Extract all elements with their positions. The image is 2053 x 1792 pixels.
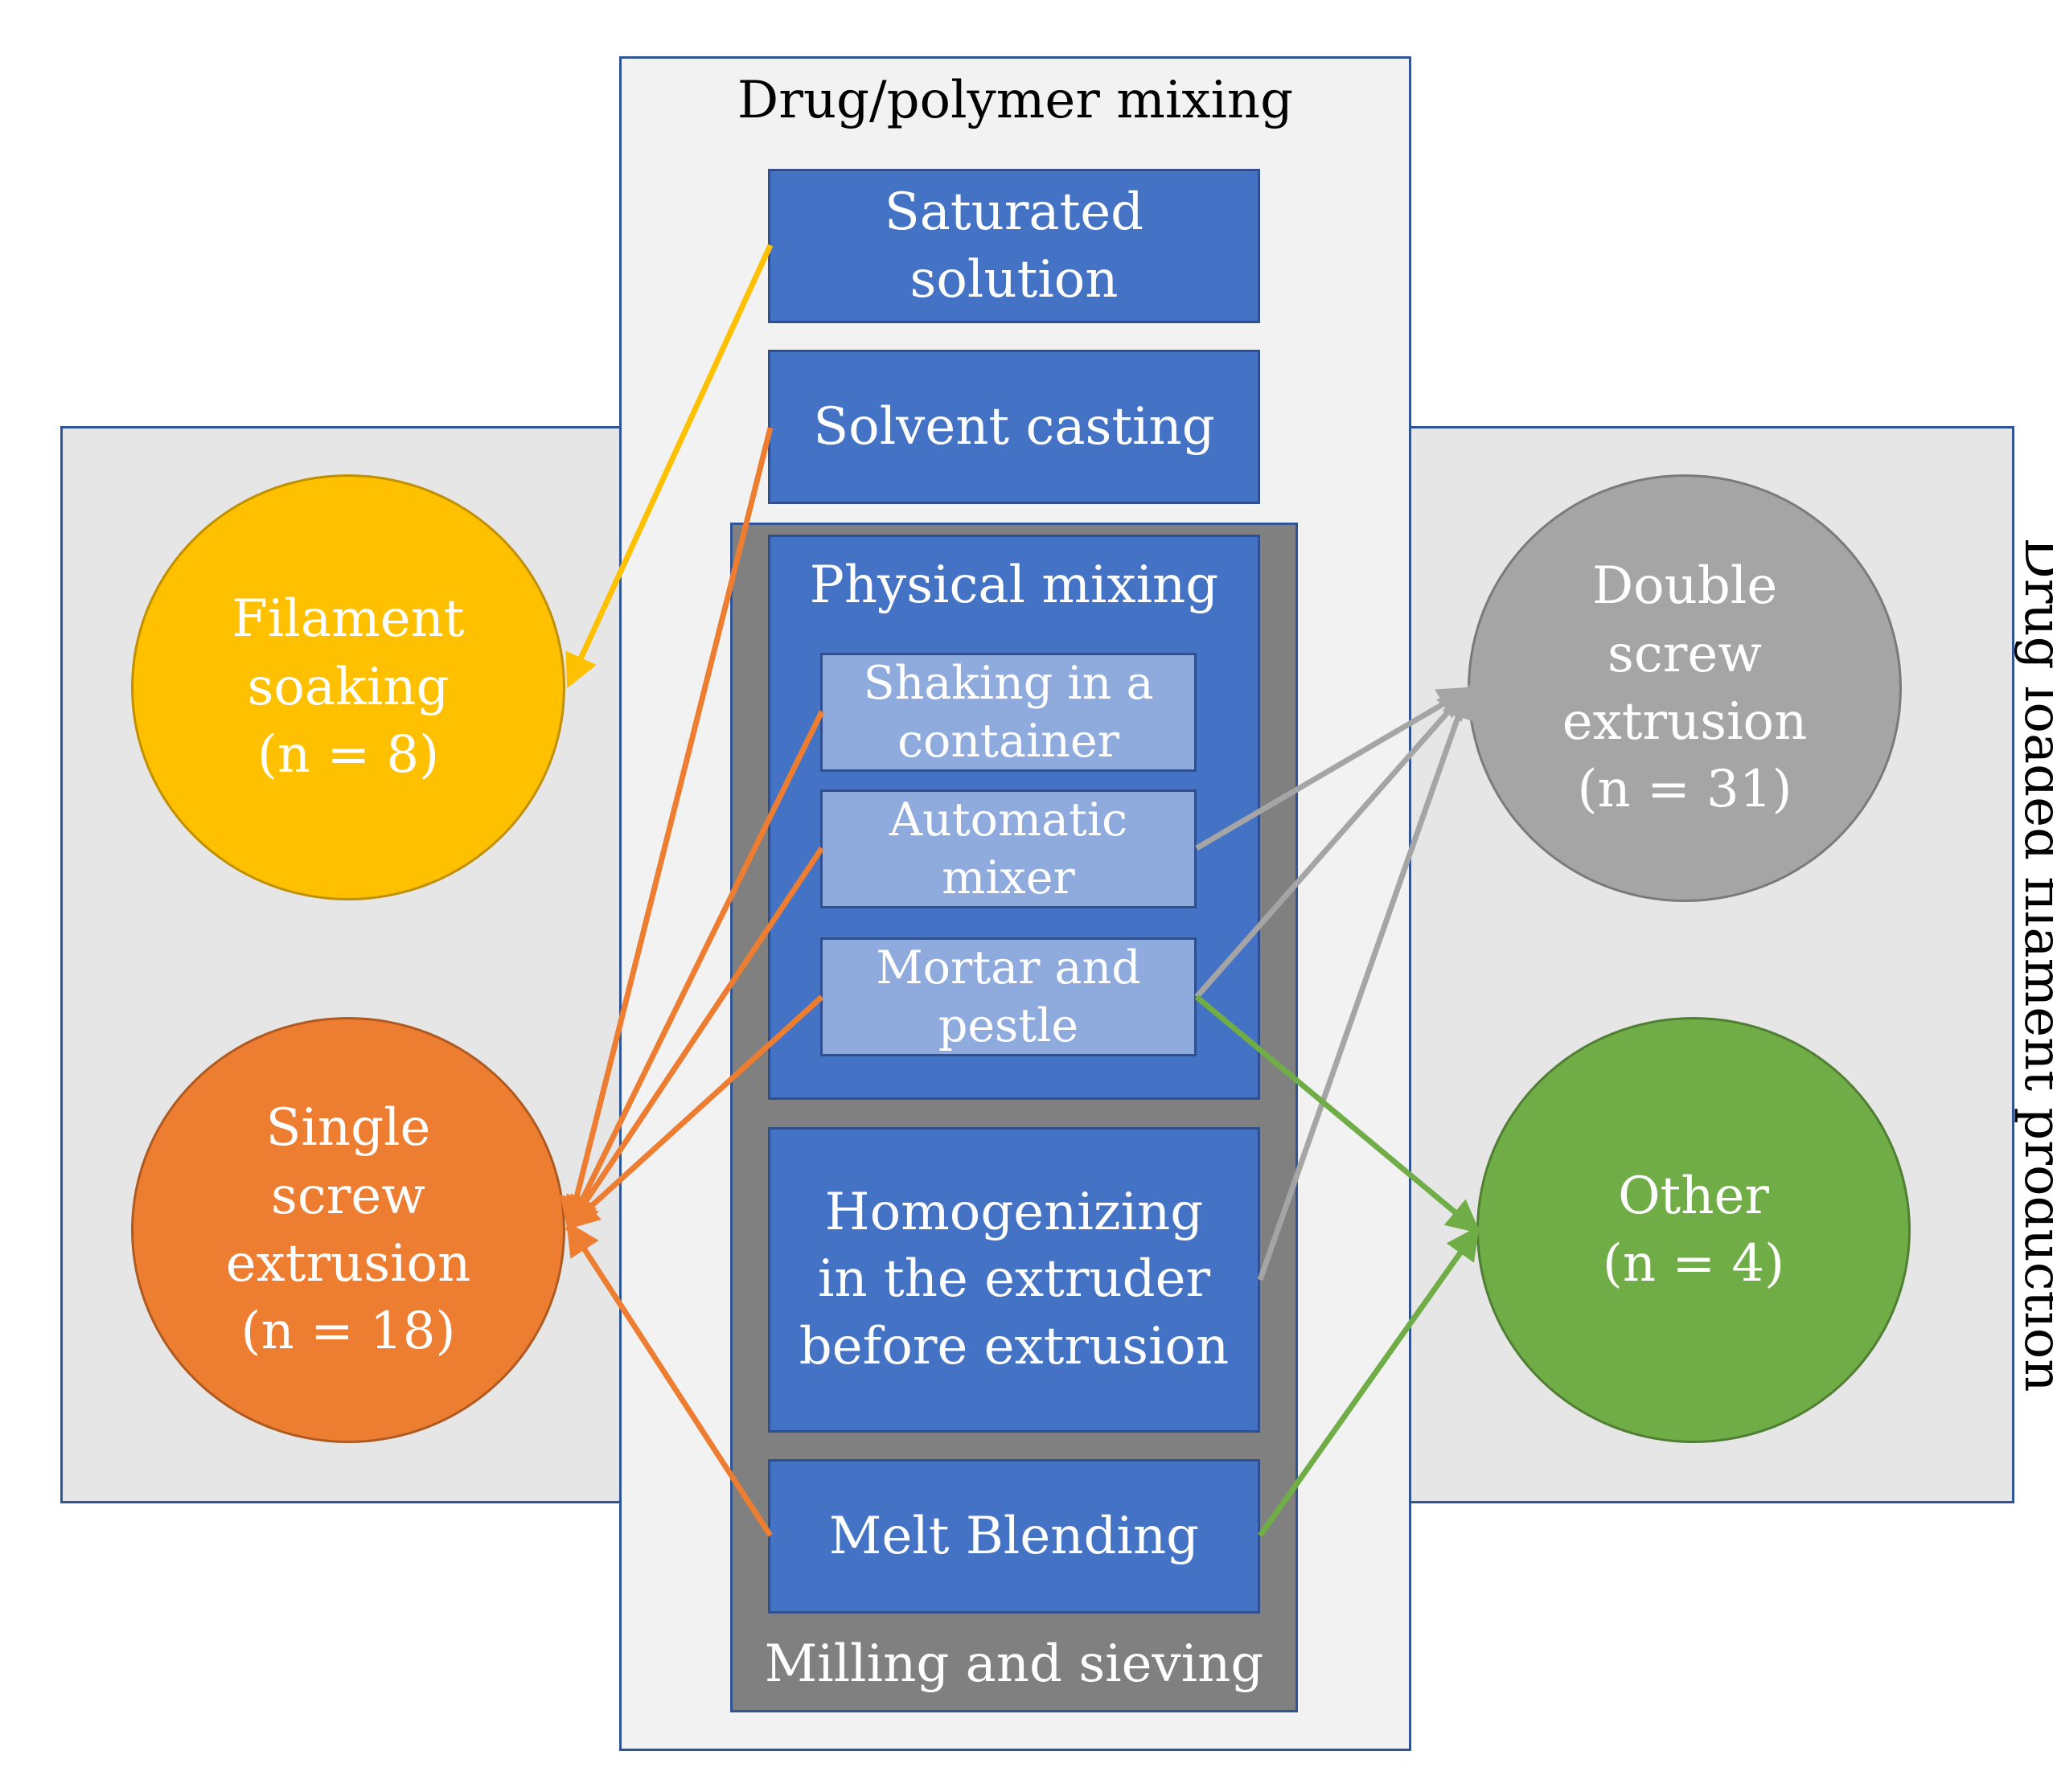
- milling-sieving-label: Milling and sieving: [764, 1634, 1264, 1694]
- submethod-mortar-pestle-label: Mortar and pestle: [876, 941, 1141, 1052]
- arrow-homogenizing-to-double: [1257, 684, 1475, 1281]
- method-melt-blending-label: Melt Blending: [828, 1506, 1200, 1566]
- outcome-other-label: Other (n = 4): [1602, 1166, 1785, 1294]
- method-saturated-solution-label: Saturated solution: [884, 182, 1144, 310]
- arrow-mortar-to-single: [565, 994, 824, 1230]
- submethod-automatic-mixer: Automatic mixer: [820, 789, 1197, 908]
- submethod-shaking-label: Shaking in a container: [863, 656, 1154, 768]
- outcome-double-screw: Double screw extrusion (n = 31): [1468, 474, 1902, 902]
- method-homogenizing-label: Homogenizing in the extruder before extr…: [799, 1183, 1230, 1376]
- arrow-melt-to-other: [1258, 1225, 1480, 1538]
- outcome-double-screw-label: Double screw extrusion (n = 31): [1562, 556, 1808, 820]
- outcome-single-screw-label: Single screw extrusion (n = 18): [225, 1098, 471, 1362]
- arrow-mortar-to-other: [1194, 994, 1481, 1234]
- method-solvent-casting: Solvent casting: [768, 350, 1260, 504]
- submethod-mortar-pestle: Mortar and pestle: [820, 937, 1197, 1056]
- arrow-saturated-to-soaking: [565, 244, 774, 689]
- submethod-automatic-mixer-label: Automatic mixer: [889, 793, 1128, 904]
- arrow-mixer-to-single: [566, 847, 824, 1231]
- outcome-filament-soaking-label: Filament soaking (n = 8): [232, 589, 465, 785]
- method-physical-mixing-label: Physical mixing: [809, 556, 1219, 615]
- method-homogenizing: Homogenizing in the extruder before extr…: [768, 1127, 1260, 1433]
- method-melt-blending: Melt Blending: [768, 1459, 1260, 1614]
- arrow-melt-to-single: [566, 1221, 773, 1537]
- outcome-other: Other (n = 4): [1476, 1017, 1911, 1443]
- outcome-single-screw: Single screw extrusion (n = 18): [131, 1017, 565, 1443]
- method-saturated-solution: Saturated solution: [768, 169, 1260, 323]
- arrow-mixer-to-double: [1195, 687, 1473, 851]
- arrow-mortar-to-double: [1194, 685, 1472, 999]
- method-solvent-casting-label: Solvent casting: [813, 396, 1215, 457]
- arrow-shaking-to-single: [566, 710, 825, 1232]
- mixing-panel-title: Drug/polymer mixing: [737, 71, 1294, 130]
- outcome-filament-soaking: Filament soaking (n = 8): [131, 474, 565, 900]
- arrow-casting-to-single: [560, 427, 774, 1232]
- submethod-shaking: Shaking in a container: [820, 653, 1197, 772]
